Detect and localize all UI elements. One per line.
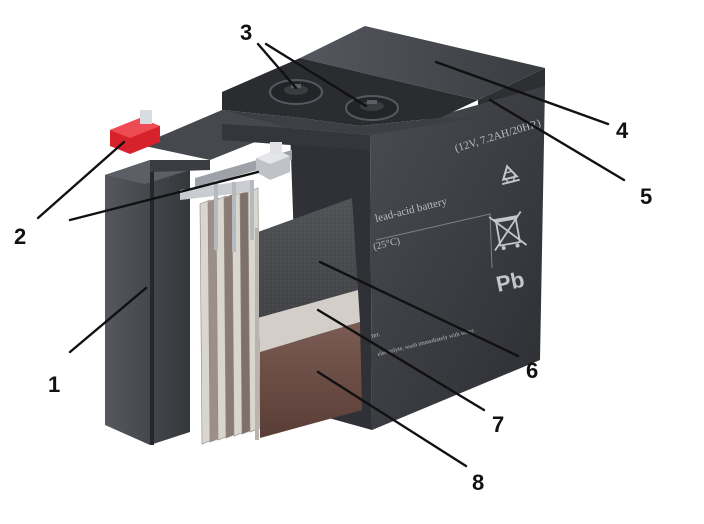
leader-line-1 xyxy=(68,286,148,354)
plate-stack xyxy=(199,187,362,445)
leader-line-5 xyxy=(488,98,626,182)
case-front-face xyxy=(370,86,545,430)
leader-line-3b xyxy=(264,42,368,108)
callout-7: 7 xyxy=(492,412,504,437)
callout-8: 8 xyxy=(472,470,484,495)
callout-4: 4 xyxy=(616,118,629,143)
positive-plate-brown xyxy=(260,322,362,438)
callout-6: 6 xyxy=(526,358,538,383)
separator-sheet xyxy=(258,290,360,352)
recycling-icon xyxy=(501,164,520,186)
lid-frame xyxy=(140,110,370,172)
pb-symbol: Pb xyxy=(494,267,527,297)
callout-5: 5 xyxy=(640,184,652,209)
leader-lines xyxy=(36,42,626,468)
valve-cap xyxy=(269,79,323,105)
case-left-wall xyxy=(105,160,190,445)
callout-labels: 1 2 3 4 5 6 7 8 xyxy=(14,20,652,495)
lid-top xyxy=(300,26,545,100)
leader-line-2b xyxy=(68,170,260,222)
callout-1: 1 xyxy=(48,372,60,397)
leader-line-6 xyxy=(318,260,520,358)
leader-line-8 xyxy=(316,370,468,468)
leader-line-4 xyxy=(434,60,610,126)
lid-ridge xyxy=(222,110,478,135)
fine-print-1: ter. xyxy=(371,330,382,340)
callout-2: 2 xyxy=(14,224,26,249)
negative-terminal xyxy=(256,142,290,180)
leader-line-2a xyxy=(36,140,126,220)
callout-3: 3 xyxy=(240,20,252,45)
leader-line-7 xyxy=(316,308,486,412)
leader-line-3a xyxy=(256,42,298,90)
positive-terminal xyxy=(110,110,160,154)
crossed-out-bin-icon xyxy=(488,211,528,252)
